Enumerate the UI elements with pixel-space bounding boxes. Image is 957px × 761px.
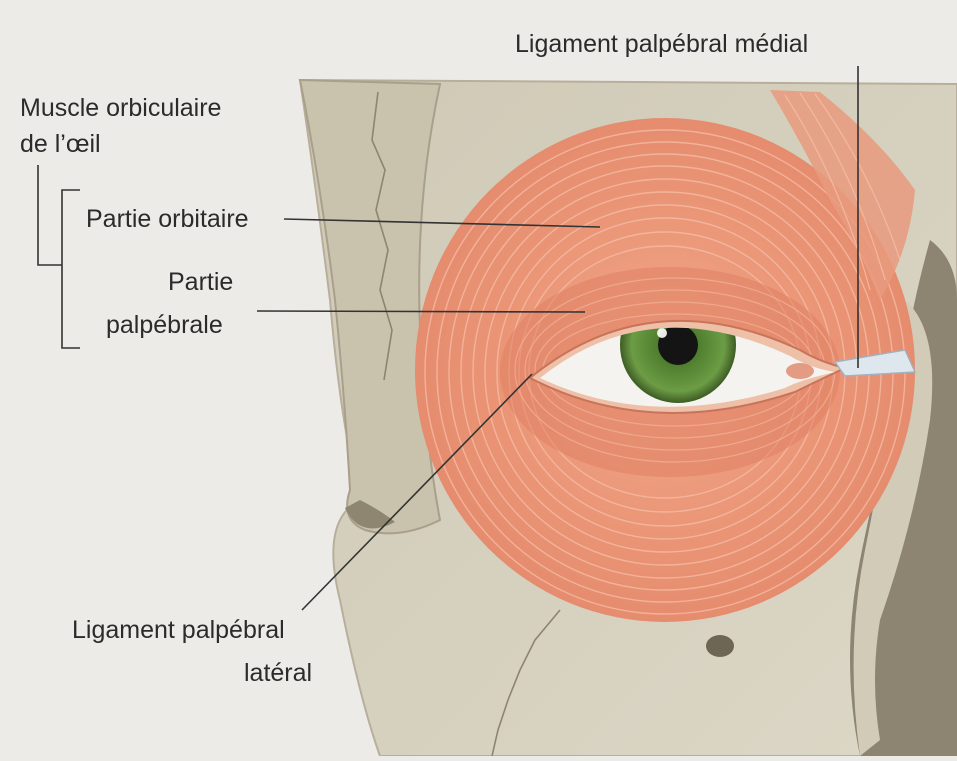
infraorbital-foramen [706, 635, 734, 657]
lateral-orbital-rim [300, 80, 440, 533]
label-orbital-part: Partie orbitaire [86, 203, 249, 235]
label-lateral-palpebral-ligament: Ligament palpébral [72, 614, 285, 646]
label-palpebral-part: Partie [168, 266, 233, 298]
label-palpebral-part-line2: palpébrale [106, 309, 223, 341]
label-muscle-orbicularis-line2: de l’œil [20, 128, 101, 160]
label-medial-palpebral-ligament: Ligament palpébral médial [515, 28, 808, 60]
label-muscle-orbicularis: Muscle orbiculaire [20, 92, 221, 124]
label-lateral-palpebral-ligament-line2: latéral [244, 657, 312, 689]
